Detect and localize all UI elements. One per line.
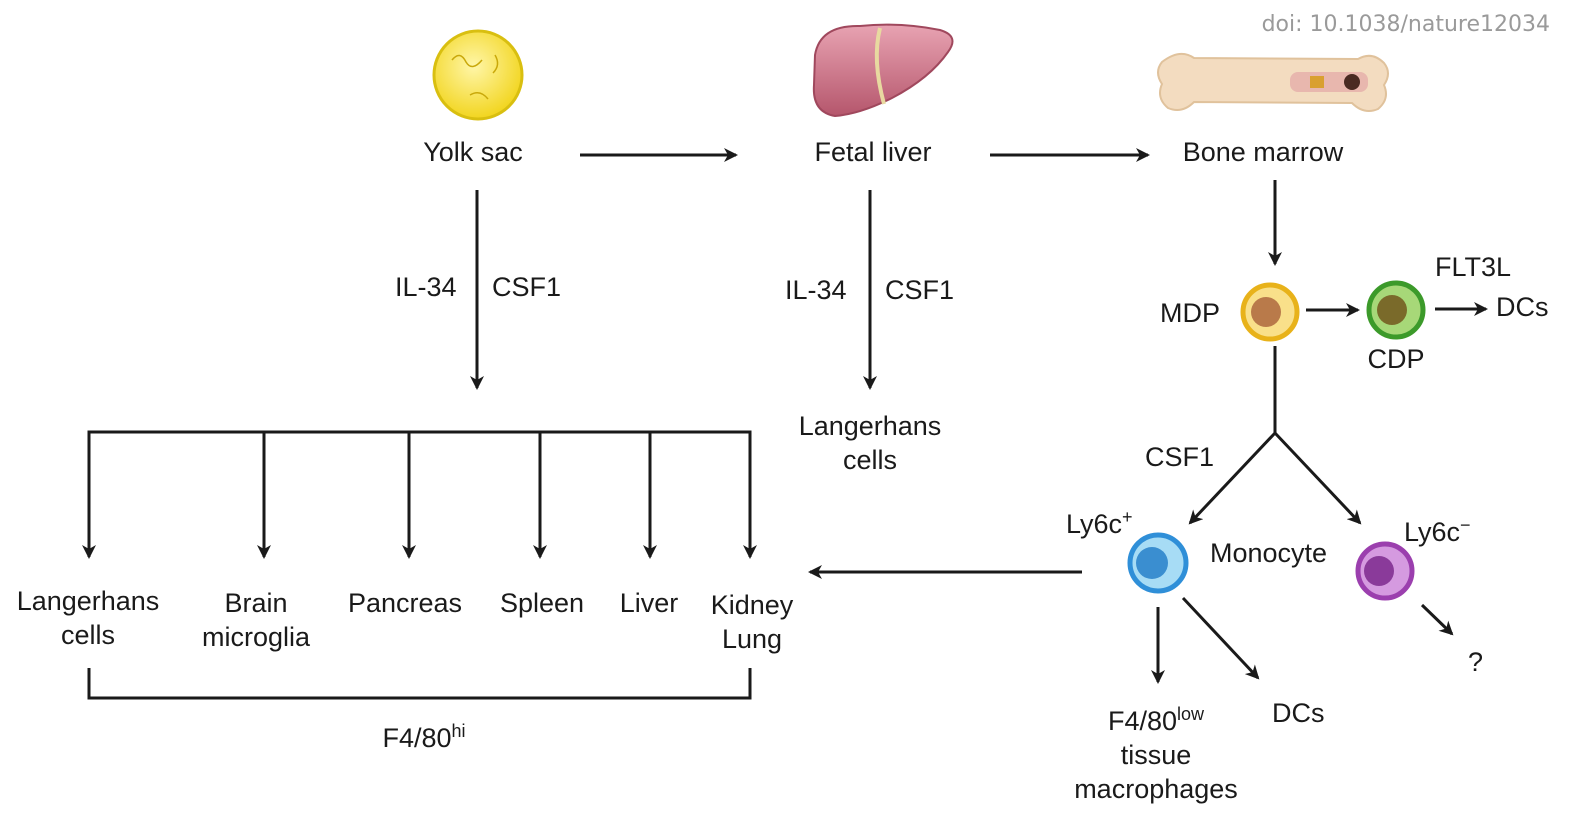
cell-icon-mdp <box>1240 282 1300 342</box>
f480-hi-label: F4/80hi <box>382 721 466 753</box>
csf1-liver-label: CSF1 <box>885 275 955 305</box>
ly6c-pos-label: Ly6c+ <box>1066 507 1133 539</box>
f480-low-macrophages-label: F4/80low tissue macrophages <box>1074 704 1238 804</box>
csf1-yolk-label: CSF1 <box>492 272 562 302</box>
arrow-ly6c-neg-to-q <box>1420 603 1454 636</box>
bone-icon <box>1157 52 1389 112</box>
arrow-ly6c-pos-to-dcs <box>1181 596 1260 680</box>
fetal-langerhans-label: Langerhans cells <box>798 411 942 475</box>
cell-icon-ly6c-neg <box>1355 541 1415 601</box>
tissue-pancreas: Pancreas <box>347 588 463 618</box>
flt3l-label: FLT3L <box>1435 252 1512 282</box>
csf1-marrow-label: CSF1 <box>1145 442 1215 472</box>
cell-icon-ly6c-pos <box>1127 532 1189 594</box>
mdp-label: MDP <box>1160 298 1220 328</box>
bone-marrow-label: Bone marrow <box>1182 137 1344 167</box>
dcs-top-label: DCs <box>1496 292 1549 322</box>
il34-yolk-label: IL-34 <box>395 272 457 302</box>
il34-liver-label: IL-34 <box>785 275 847 305</box>
connectors <box>82 148 1488 700</box>
tissue-bracket-top <box>87 430 757 559</box>
dcs-bottom-label: DCs <box>1272 698 1325 728</box>
tissue-liver: Liver <box>619 588 679 618</box>
arrow-split-left <box>1188 431 1277 525</box>
cdp-label: CDP <box>1367 344 1425 374</box>
yolk-sac-icon <box>432 29 524 121</box>
fetal-liver-icon <box>812 23 954 118</box>
tissue-spleen: Spleen <box>499 588 585 618</box>
f480-hi-bracket <box>87 668 752 700</box>
yolk-sac-label: Yolk sac <box>423 137 523 167</box>
doi-label: doi: 10.1038/nature12034 <box>1261 12 1550 37</box>
monocyte-label: Monocyte <box>1210 538 1328 568</box>
cell-icon-cdp <box>1366 280 1426 340</box>
fetal-liver-label: Fetal liver <box>814 137 932 167</box>
arrow-split-right <box>1273 431 1362 525</box>
unknown-fate-label: ? <box>1468 647 1484 677</box>
ly6c-neg-label: Ly6c− <box>1404 515 1471 547</box>
